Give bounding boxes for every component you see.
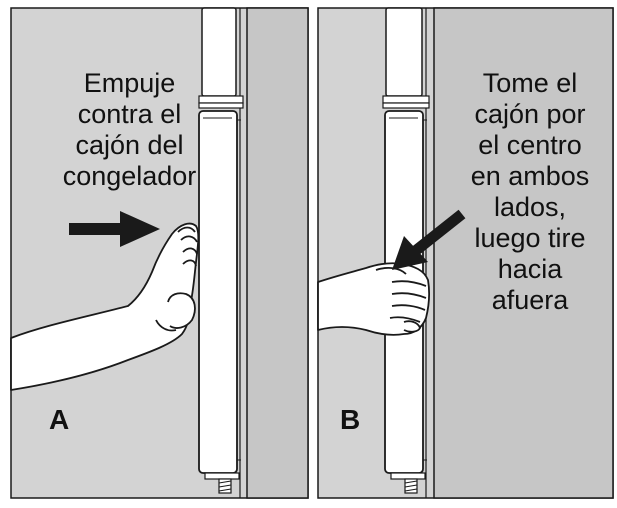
panel-a-instruction-line: contra el <box>77 99 182 129</box>
panel-a <box>10 7 309 499</box>
panel-a-instruction-line: cajón del <box>75 130 184 160</box>
panel-b-instruction-line: hacia <box>497 254 563 284</box>
panel-b-instruction-line: cajón por <box>474 99 586 129</box>
panel-b-upper-door <box>385 7 423 97</box>
panel-b-instruction-line: luego tire <box>474 223 586 253</box>
panel-b <box>317 7 614 499</box>
panel-b-instruction-line: Tome el <box>482 68 578 98</box>
panel-a-cabinet-side <box>246 7 309 499</box>
panel-a-pushing-hand <box>10 222 200 391</box>
panel-b-instruction: Tome el cajón por el centro en ambos lad… <box>455 68 605 316</box>
panel-a-instruction-line: congelador <box>62 161 197 191</box>
panel-b-leveling-spring <box>404 478 418 494</box>
panel-b-instruction-line: en ambos <box>470 161 590 191</box>
panel-a-letter: A <box>49 404 70 435</box>
panel-a-leveling-spring <box>218 478 232 494</box>
panel-a-instruction: Empuje contra el cajón del congelador <box>47 68 212 192</box>
panel-b-letter: B <box>340 404 361 435</box>
push-arrow <box>69 211 160 247</box>
panel-b-instruction-line: afuera <box>491 285 569 315</box>
panel-b-instruction-line: lados, <box>493 192 567 222</box>
grip-arrow <box>392 209 466 270</box>
panel-b-instruction-line: el centro <box>478 130 582 160</box>
panel-b-cabinet-side <box>433 7 614 499</box>
panel-a-instruction-line: Empuje <box>83 68 176 98</box>
